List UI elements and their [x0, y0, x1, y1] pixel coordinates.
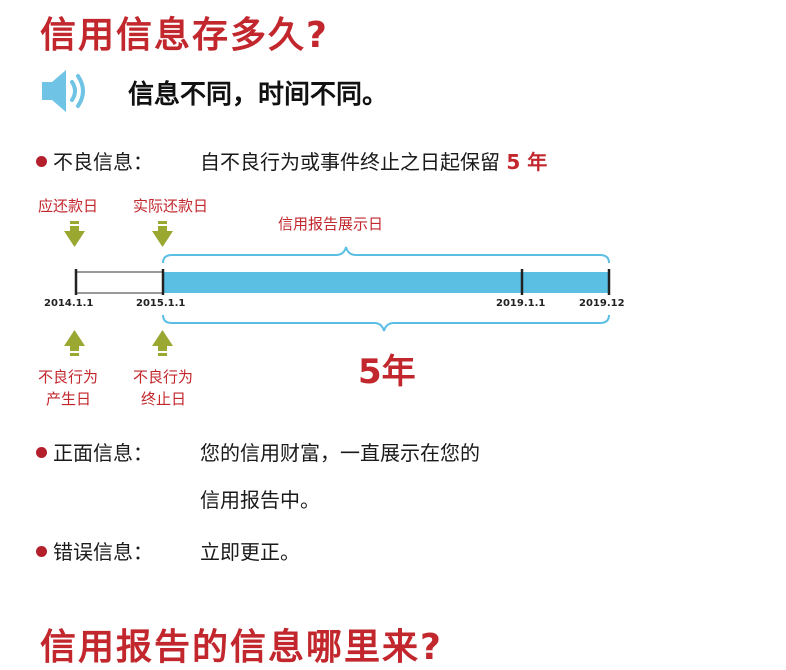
speaker-icon [42, 70, 85, 112]
five-year-brace [162, 314, 610, 332]
timeline-bar-retention [163, 272, 609, 293]
down-arrow-icon [152, 221, 173, 247]
bad-end-label: 终止日 [141, 390, 186, 408]
section-title-source: 信用报告的信息哪里来? [40, 627, 443, 668]
bullet-dot [36, 546, 47, 557]
positive-info-desc: 您的信用财富，一直展示在您的 [200, 441, 480, 465]
subtitle: 信息不同，时间不同。 [128, 80, 389, 110]
date-label: 2015.1.1 [136, 298, 185, 309]
timeline-diagram: 应还款日 实际还款日 信用报告展示日 2014.1.1 2015.1.1 201… [38, 197, 625, 408]
error-info-row: 错误信息： [36, 536, 203, 565]
bad-info-row: 不良信息： [36, 146, 203, 175]
bad-info-duration: 5 年 [506, 150, 548, 174]
error-info-desc: 立即更正。 [200, 540, 300, 564]
date-label: 2019.1.1 [496, 298, 545, 309]
display-date-label: 信用报告展示日 [278, 215, 383, 233]
date-label: 2014.1.1 [44, 298, 93, 309]
positive-info-desc: 信用报告中。 [200, 488, 320, 512]
bad-end-label: 不良行为 [133, 368, 193, 386]
date-label: 2019.12 [579, 298, 625, 309]
bad-start-label: 不良行为 [38, 368, 98, 386]
actual-repay-label: 实际还款日 [133, 197, 208, 215]
bullet-dot [36, 447, 47, 458]
bad-start-label: 产生日 [46, 390, 91, 408]
bad-info-desc-line: 自不良行为或事件终止之日起保留 5 年 [200, 146, 547, 175]
up-arrow-icon [152, 330, 173, 356]
section-title-storage: 信用信息存多久? [40, 15, 329, 56]
error-info-label: 错误信息： [53, 540, 153, 564]
display-range-brace [162, 246, 610, 264]
bad-info-label: 不良信息： [53, 150, 153, 174]
down-arrow-icon [64, 221, 85, 247]
up-arrow-icon [64, 330, 85, 356]
five-year-label: 5年 [358, 352, 416, 392]
repay-due-label: 应还款日 [38, 197, 98, 215]
bullet-dot [36, 156, 47, 167]
bad-info-desc: 自不良行为或事件终止之日起保留 [200, 150, 500, 174]
positive-info-label: 正面信息： [53, 441, 153, 465]
timeline-bar-before [75, 271, 164, 294]
positive-info-row: 正面信息： [36, 437, 203, 466]
